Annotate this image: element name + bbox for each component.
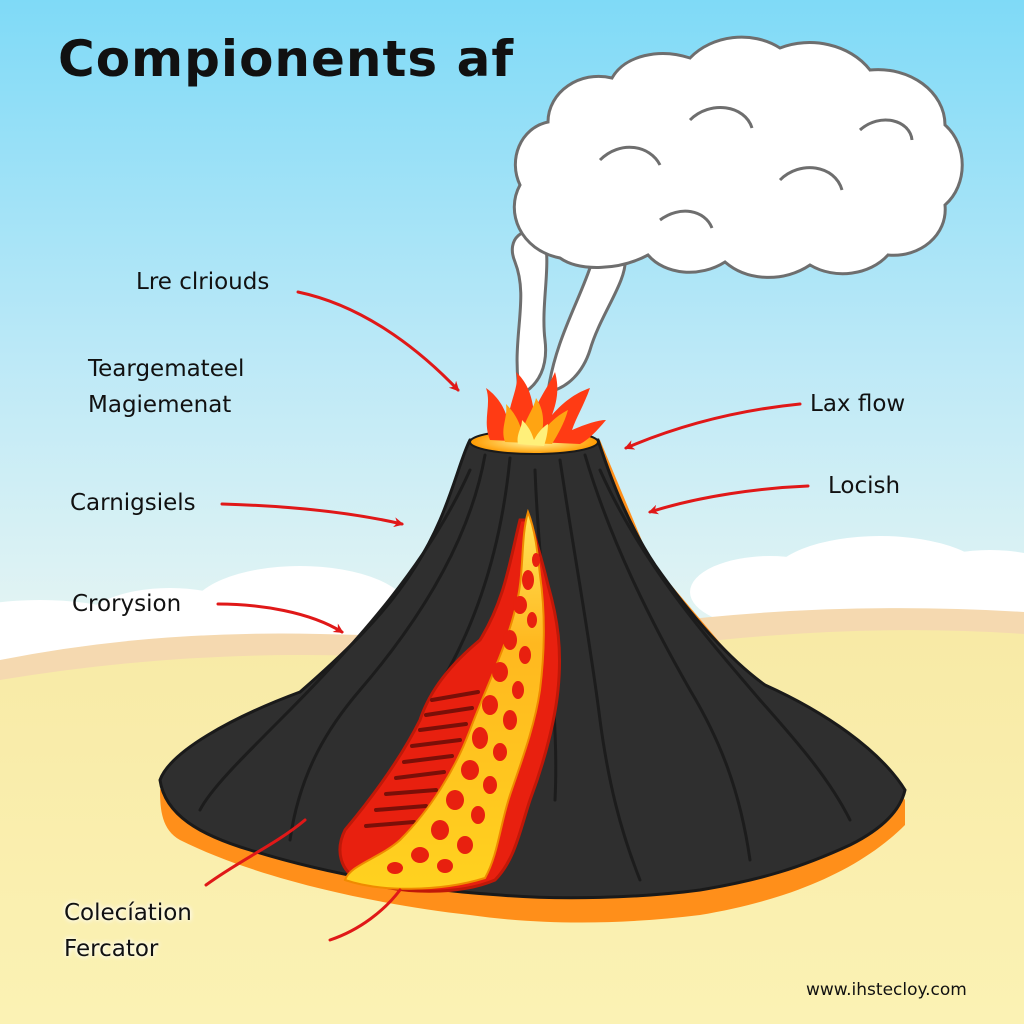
arrow-colecation (204, 818, 307, 887)
label-teargemateel: Teargemateel (88, 356, 245, 382)
label-colecation-fercator: Colecíation Fercator (64, 895, 192, 967)
label-carnigsiels: Carnigsiels (70, 490, 196, 516)
eruption-flames (486, 372, 606, 446)
label-crorysion: Crorysion (72, 591, 182, 617)
arrow-locish (648, 484, 810, 515)
label-locish: Locish (828, 473, 901, 499)
arrow-carnigsiels (220, 502, 404, 528)
diagram-title: Compionents af (58, 30, 515, 88)
lava-striations (364, 690, 480, 828)
label-colecation: Colecíation (64, 900, 192, 926)
label-lax-flow: Lax flow (810, 391, 906, 417)
arrow-fercator (328, 888, 402, 942)
smoke-plume (510, 35, 964, 398)
arrow-crorysion (216, 602, 344, 634)
label-magiemenat: Magiemenat (88, 392, 232, 418)
website-url: www.ihstecloy.com (806, 980, 967, 1000)
label-teargemateel-magiemenat: Teargemateel Magiemenat (88, 351, 244, 423)
arrow-lax-flow (624, 402, 802, 450)
lava-blobs (387, 553, 540, 874)
label-fercator: Fercator (64, 936, 159, 962)
annotation-arrows (204, 290, 810, 942)
arrow-lre-clriouds (296, 290, 460, 392)
label-lre-clriouds: Lre clriouds (136, 269, 270, 295)
